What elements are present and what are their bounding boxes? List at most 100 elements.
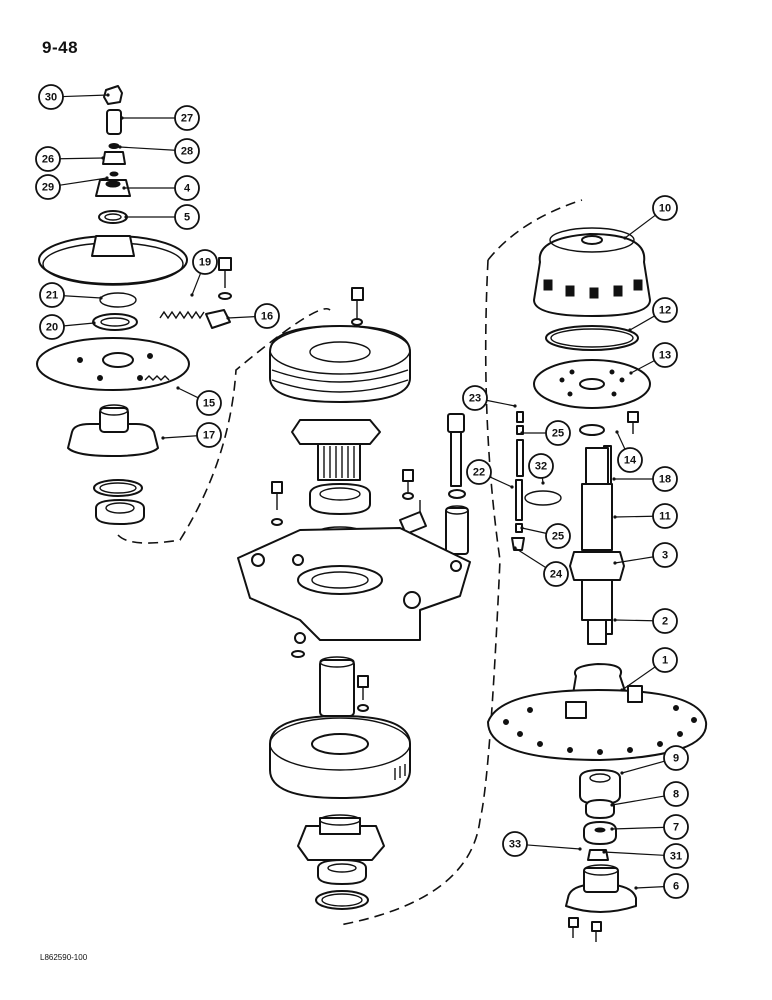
- callout-number: 20: [46, 322, 58, 334]
- callout-circle: [462, 385, 488, 411]
- callout-number: 23: [469, 393, 481, 405]
- callout-number: 2: [662, 616, 668, 628]
- callout-31: 31: [602, 843, 689, 869]
- callout-circle: [543, 561, 569, 587]
- leader-tip: [101, 156, 105, 160]
- leader-line: [611, 795, 665, 806]
- leader-tip: [190, 293, 194, 297]
- callout-circle: [174, 105, 200, 131]
- pulley: [269, 325, 411, 403]
- oring-12: [545, 325, 639, 351]
- hub-17: [67, 423, 159, 457]
- leader-line: [59, 177, 108, 186]
- leader-tip: [92, 321, 96, 325]
- callout-number: 19: [199, 257, 211, 269]
- leader-line: [614, 619, 654, 622]
- callout-4: 4: [122, 175, 200, 201]
- rod-upper: [516, 439, 524, 477]
- callout-number: 25: [552, 531, 564, 543]
- leader-line: [621, 666, 656, 691]
- callout-circle: [35, 174, 61, 200]
- rod-22: [515, 479, 523, 521]
- leader-tip: [613, 561, 617, 565]
- leader-line: [486, 399, 516, 407]
- leader-line: [616, 431, 626, 450]
- callout-9: 9: [620, 745, 689, 775]
- leader-line: [624, 214, 656, 239]
- leader-tip: [120, 116, 124, 120]
- leader-tip: [520, 526, 524, 530]
- left-assembly: [36, 85, 232, 525]
- bearing-8: [585, 799, 615, 819]
- callout-number: 26: [42, 154, 54, 166]
- callout-number: 12: [659, 305, 671, 317]
- leader-line: [521, 527, 547, 534]
- leader-tip: [226, 316, 230, 320]
- leader-tip: [610, 827, 614, 831]
- callout-27: 27: [120, 105, 200, 131]
- leader-line: [635, 885, 665, 889]
- callout-circle: [652, 608, 678, 634]
- page-number: 9-48: [42, 38, 79, 57]
- callout-19: 19: [190, 249, 218, 297]
- callout-number: 14: [624, 455, 637, 467]
- callout-15: 15: [176, 386, 222, 416]
- leader-tip: [610, 803, 614, 807]
- leader-tip: [620, 771, 624, 775]
- callout-7: 7: [610, 814, 689, 840]
- callout-number: 30: [45, 92, 57, 104]
- figure-code: L862590-100: [40, 953, 88, 962]
- leader-tip: [176, 386, 180, 390]
- leader-tip: [623, 236, 627, 240]
- callout-28: 28: [118, 138, 200, 164]
- leader-tip: [615, 430, 619, 434]
- callout-number: 8: [673, 789, 679, 801]
- leader-tip: [541, 481, 545, 485]
- callout-circle: [502, 831, 528, 857]
- leader-line: [119, 146, 176, 151]
- leader-line: [489, 476, 513, 488]
- callout-circle: [652, 542, 678, 568]
- callout-1: 1: [620, 647, 678, 692]
- callout-circle: [652, 466, 678, 492]
- leader-tip: [510, 485, 514, 489]
- leader-tip: [628, 328, 632, 332]
- callout-circle: [38, 84, 64, 110]
- callout-number: 4: [184, 183, 191, 195]
- callout-24: 24: [513, 546, 569, 587]
- callout-circle: [652, 195, 678, 221]
- callout-number: 31: [670, 851, 682, 863]
- callout-circle: [663, 781, 689, 807]
- callout-circle: [528, 453, 554, 479]
- leader-tip: [613, 618, 617, 622]
- clip-16: [205, 309, 231, 329]
- guide-line-right-bottom: [339, 259, 501, 926]
- bearing-7: [583, 821, 617, 845]
- callout-circle: [174, 175, 200, 201]
- callout-number: 13: [659, 350, 671, 362]
- ring-20: [92, 313, 138, 331]
- callout-number: 9: [673, 753, 679, 765]
- callout-13: 13: [629, 342, 678, 375]
- leader-tip: [629, 371, 633, 375]
- callout-circle: [174, 138, 200, 164]
- leader-line: [191, 272, 202, 296]
- leader-tip: [620, 688, 624, 692]
- callout-29: 29: [35, 174, 109, 200]
- leader-tip: [99, 296, 103, 300]
- callout-circle: [545, 523, 571, 549]
- snap-ring-21: [99, 292, 137, 308]
- callout-number: 6: [673, 881, 679, 893]
- callout-number: 3: [662, 550, 668, 562]
- leader-tip: [105, 176, 109, 180]
- leader-tip: [612, 477, 616, 481]
- callout-number: 29: [42, 182, 54, 194]
- leader-line: [614, 515, 654, 518]
- leader-tip: [602, 850, 606, 854]
- callout-circle: [652, 342, 678, 368]
- callout-circle: [192, 249, 218, 275]
- leader-line: [227, 316, 256, 319]
- drum-10: [533, 233, 651, 317]
- callout-number: 28: [181, 146, 193, 158]
- callout-8: 8: [610, 781, 689, 807]
